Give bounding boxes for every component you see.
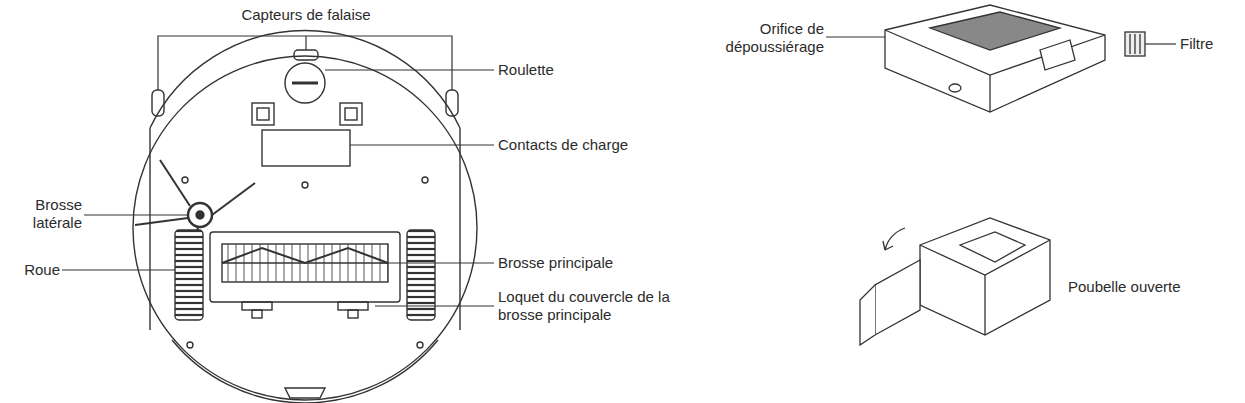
dustbin (885, 5, 1145, 112)
robot-underside (133, 31, 477, 403)
part-label: Roulette (498, 61, 618, 79)
part-label: Orifice de dépoussiérage (690, 20, 824, 56)
part-label: Roue (20, 261, 60, 279)
part-label: Filtre (1180, 35, 1240, 53)
part-label: Capteurs de falaise (226, 6, 386, 24)
part-label: Brosse principale (498, 254, 698, 272)
part-label: Brosse latérale (4, 196, 82, 232)
part-label: Loquet du couvercle de la brosse princip… (498, 288, 703, 324)
part-label: Contacts de charge (498, 136, 698, 154)
dustbin-open (860, 218, 1050, 345)
part-label: Poubelle ouverte (1068, 278, 1238, 296)
